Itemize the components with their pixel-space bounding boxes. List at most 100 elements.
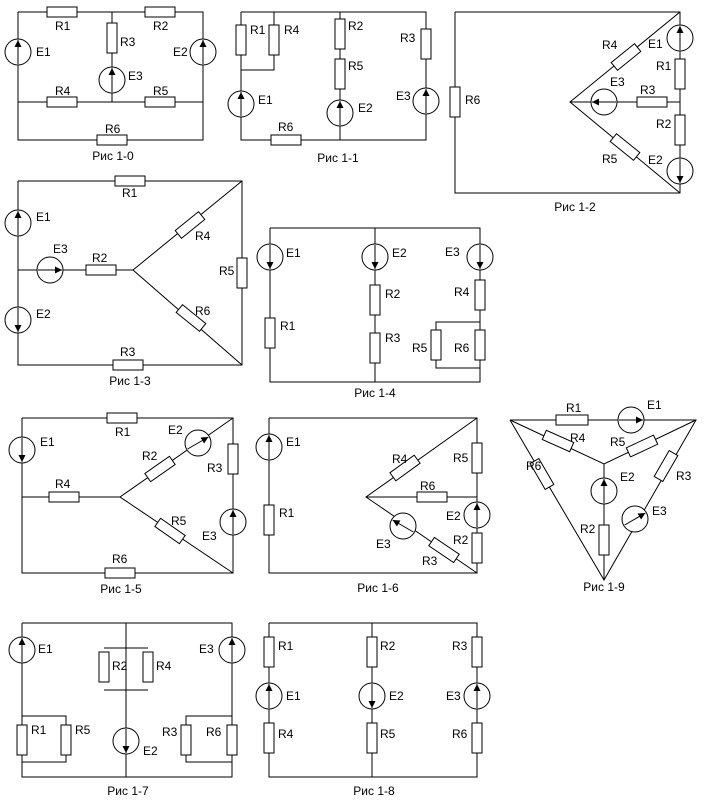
resistor-r6 xyxy=(471,722,483,754)
source-e2 xyxy=(590,477,618,505)
resistor-r5 xyxy=(625,434,659,458)
resistor-label-r6: R6 xyxy=(112,552,128,566)
source-e1 xyxy=(4,38,32,66)
source-label-e1: E1 xyxy=(258,93,273,107)
resistor-r4 xyxy=(48,491,80,503)
source-e1 xyxy=(227,90,255,118)
resistor-r2 xyxy=(98,651,110,683)
source-e3 xyxy=(466,243,494,271)
resistor-label-r3: R3 xyxy=(422,554,438,568)
resistor-label-r3: R3 xyxy=(207,461,223,475)
figure-caption: Рис 1-8 xyxy=(353,784,395,798)
resistor-r2 xyxy=(334,18,346,50)
wire xyxy=(185,715,232,763)
source-e3 xyxy=(389,512,417,540)
wire xyxy=(119,417,234,574)
resistor-r1 xyxy=(264,317,276,349)
source-label-e2: E2 xyxy=(392,246,407,260)
resistor-r1 xyxy=(106,412,138,424)
source-label-e3: E3 xyxy=(396,89,411,103)
resistor-label-r5: R5 xyxy=(412,341,428,355)
resistor-label-r1: R1 xyxy=(115,425,131,439)
resistor-label-r6: R6 xyxy=(195,304,211,318)
resistor-r1 xyxy=(263,636,275,668)
resistor-r3 xyxy=(636,96,668,108)
resistor-r4 xyxy=(474,279,486,311)
source-label-e3: E3 xyxy=(128,69,143,83)
source-e3 xyxy=(621,505,649,533)
source-label-e1: E1 xyxy=(36,210,51,224)
resistor-label-r4: R4 xyxy=(454,285,470,299)
source-e2 xyxy=(358,682,386,710)
resistor-r6 xyxy=(226,724,238,756)
resistor-r3 xyxy=(180,724,192,756)
resistor-r4 xyxy=(268,24,280,56)
resistor-label-r4: R4 xyxy=(570,431,586,445)
resistor-r3 xyxy=(653,449,679,483)
source-label-e1: E1 xyxy=(286,689,301,703)
source-label-e3: E3 xyxy=(53,242,68,256)
source-e3 xyxy=(412,87,440,115)
figure-caption: Рис 1-1 xyxy=(317,151,359,165)
resistor-label-r4: R4 xyxy=(284,23,300,37)
source-label-e2: E2 xyxy=(389,689,404,703)
source-label-e1: E1 xyxy=(648,37,663,51)
resistor-r6 xyxy=(529,457,555,491)
source-label-e2: E2 xyxy=(648,153,663,167)
resistor-label-r1: R1 xyxy=(656,59,672,73)
source-e1 xyxy=(256,243,284,271)
resistor-label-r3: R3 xyxy=(452,639,468,653)
resistor-label-r1: R1 xyxy=(278,639,294,653)
resistor-label-r1: R1 xyxy=(280,319,296,333)
resistor-label-r3: R3 xyxy=(676,469,692,483)
source-label-e3: E3 xyxy=(445,245,460,259)
source-label-e2: E2 xyxy=(358,101,373,115)
source-e2 xyxy=(463,501,491,529)
resistor-label-r6: R6 xyxy=(206,725,222,739)
figure-caption: Рис 1-2 xyxy=(554,200,596,214)
resistor-r5 xyxy=(609,132,641,162)
resistor-label-r4: R4 xyxy=(55,84,71,98)
source-label-e2: E2 xyxy=(620,470,635,484)
source-e3 xyxy=(219,508,247,536)
resistor-label-r5: R5 xyxy=(171,514,187,528)
resistor-r1 xyxy=(46,6,78,18)
resistor-label-r5: R5 xyxy=(602,152,618,166)
resistor-label-r6: R6 xyxy=(452,727,468,741)
resistor-label-r1: R1 xyxy=(566,401,582,415)
source-label-e2: E2 xyxy=(168,423,183,437)
resistor-label-r4: R4 xyxy=(195,229,211,243)
source-label-e1: E1 xyxy=(286,246,301,260)
source-label-e3: E3 xyxy=(610,75,625,89)
resistor-r3 xyxy=(471,636,483,668)
resistor-label-r2: R2 xyxy=(92,251,108,265)
resistor-label-r5: R5 xyxy=(380,727,396,741)
resistor-r6 xyxy=(416,491,448,503)
resistor-r3 xyxy=(106,22,118,54)
source-e2 xyxy=(361,243,389,271)
resistor-label-r4: R4 xyxy=(392,452,408,466)
resistor-label-r2: R2 xyxy=(580,522,596,536)
resistor-label-r4: R4 xyxy=(602,38,618,52)
source-e1 xyxy=(617,406,645,434)
resistor-label-r6: R6 xyxy=(420,479,436,493)
figure-caption: Рис 1-6 xyxy=(357,581,399,595)
resistor-label-r4: R4 xyxy=(278,727,294,741)
resistor-label-r1: R1 xyxy=(55,19,71,33)
source-e2 xyxy=(666,157,694,185)
source-e1 xyxy=(255,682,283,710)
resistor-r3 xyxy=(227,443,239,475)
resistor-r4 xyxy=(46,96,78,108)
source-e2 xyxy=(4,306,32,334)
source-e3 xyxy=(36,256,64,284)
resistor-r3 xyxy=(420,28,432,60)
source-label-e1: E1 xyxy=(286,435,301,449)
resistor-label-r2: R2 xyxy=(656,117,672,131)
resistor-label-r2: R2 xyxy=(380,639,396,653)
source-label-e3: E3 xyxy=(202,529,217,543)
source-label-e3: E3 xyxy=(376,537,391,551)
